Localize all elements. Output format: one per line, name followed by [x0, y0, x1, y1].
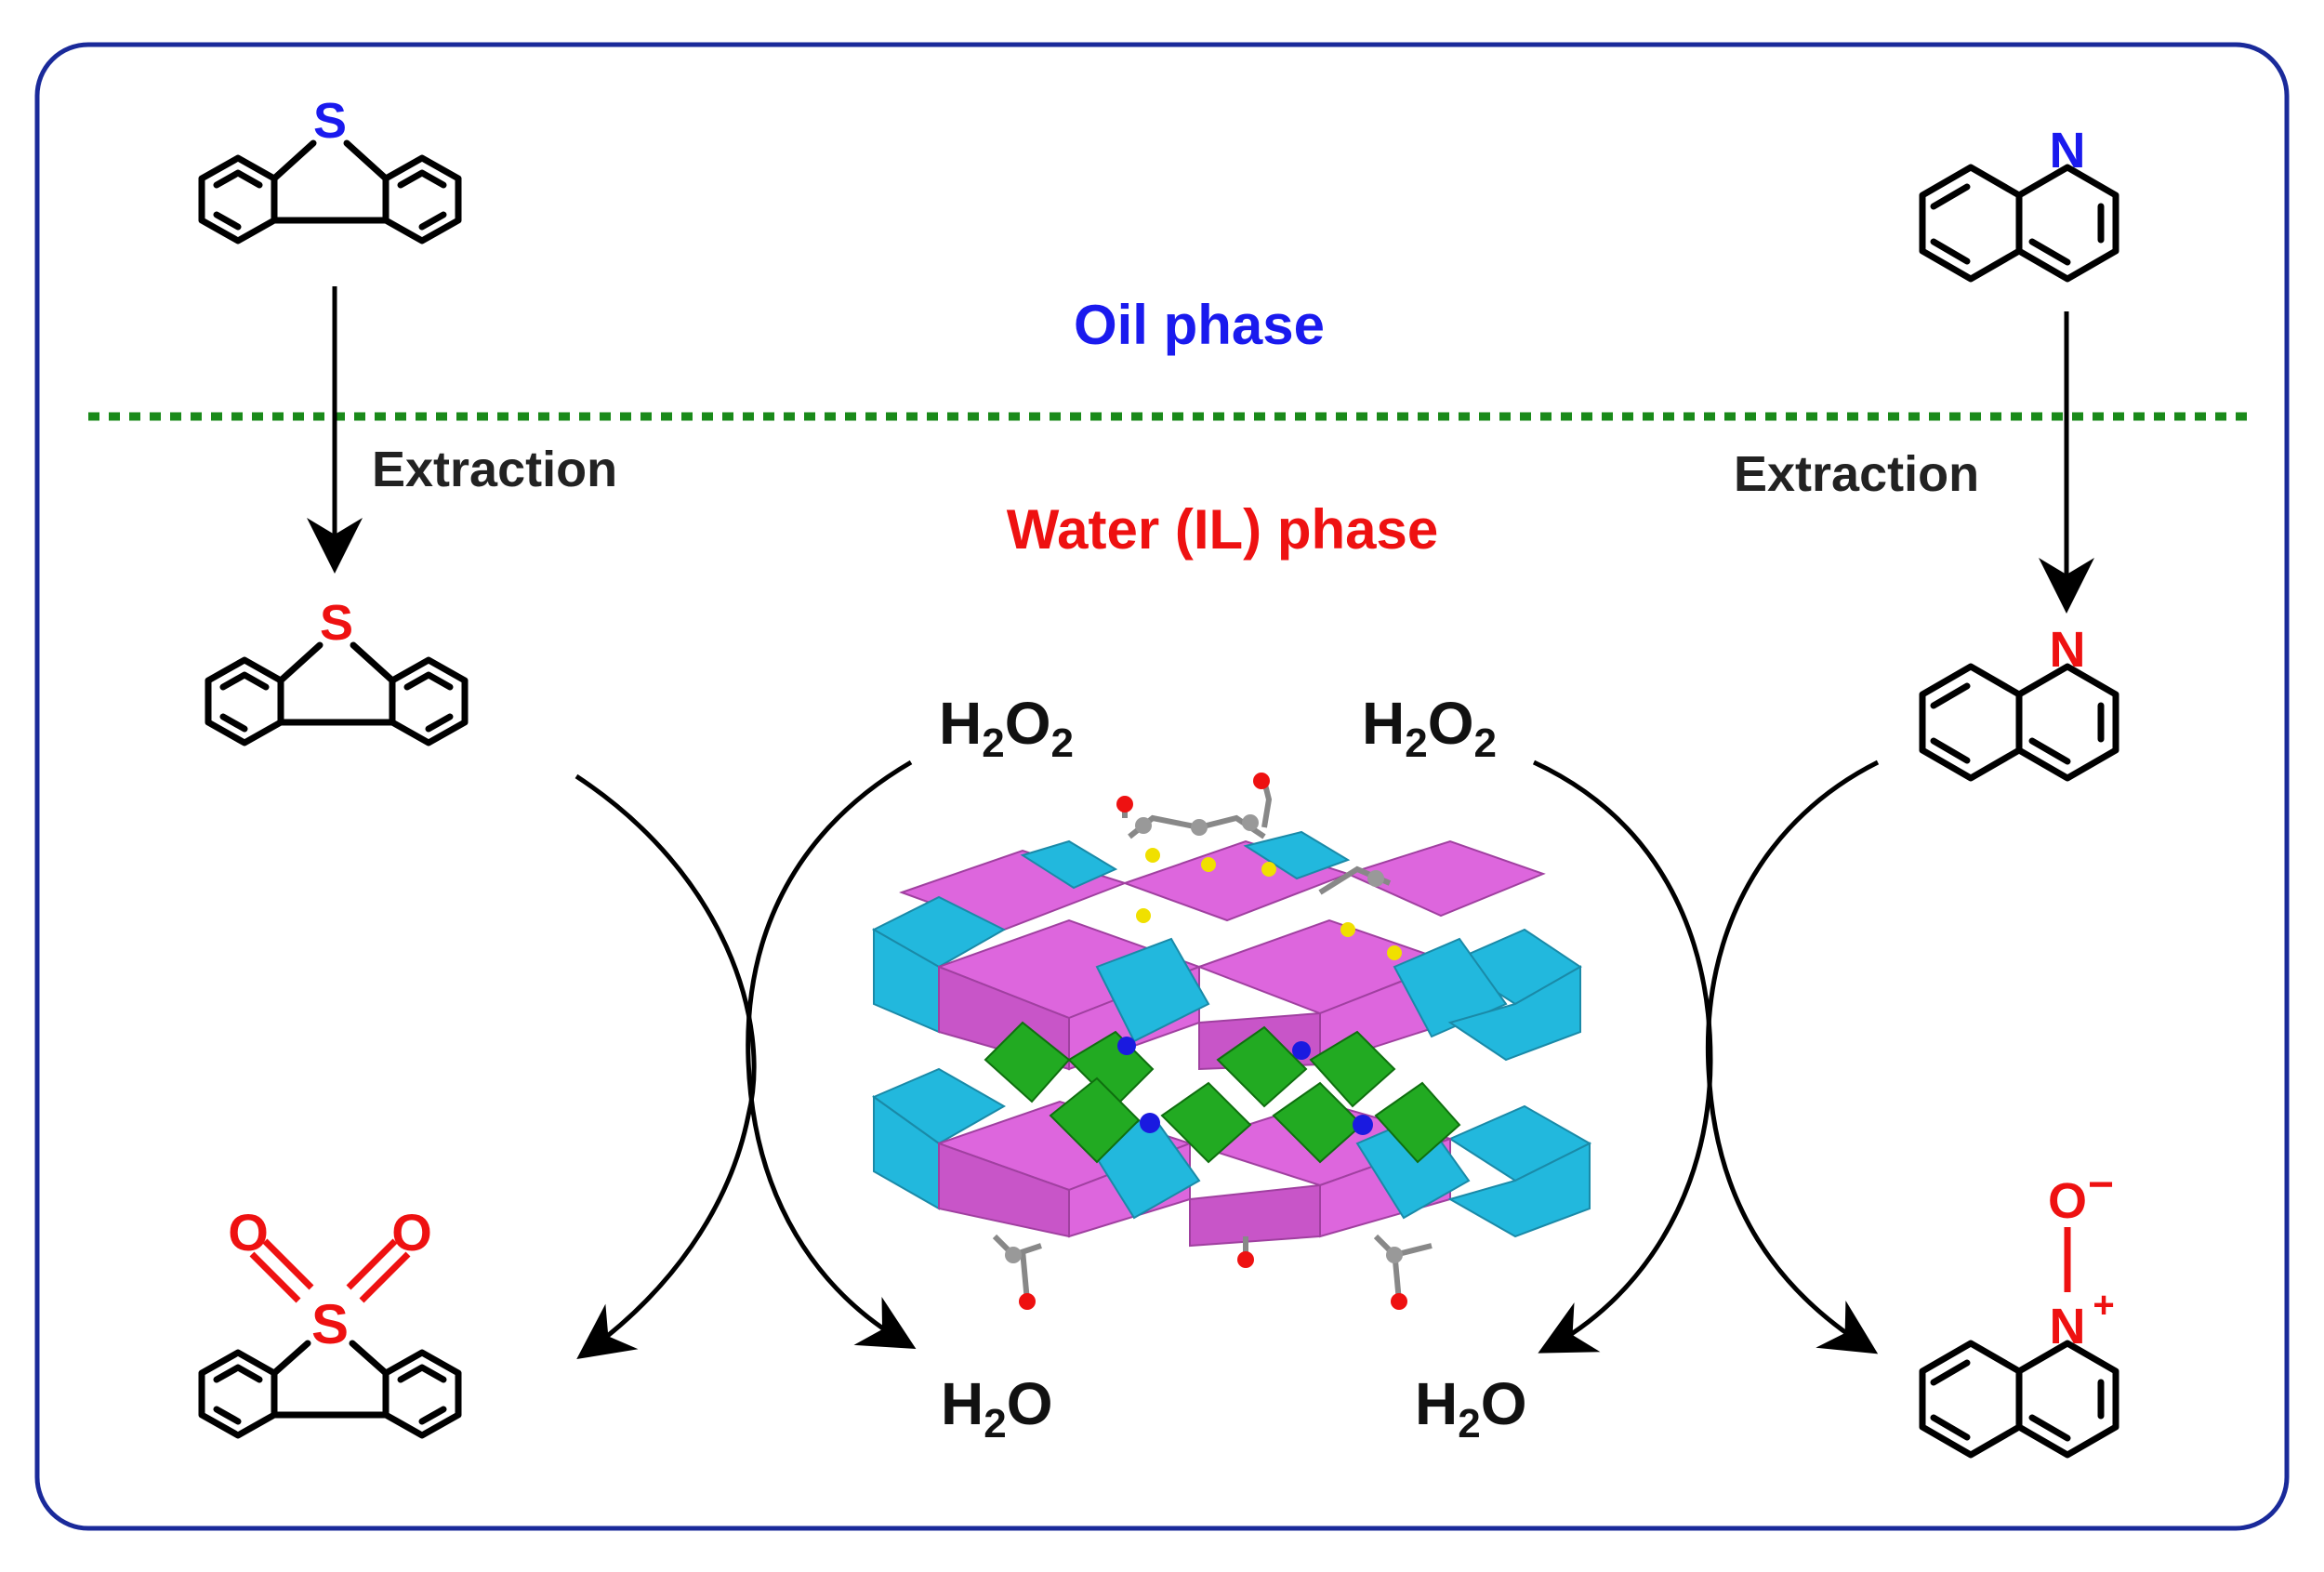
- n-oxide-plus-charge: +: [2093, 1285, 2114, 1326]
- water-phase-label: Water (IL) phase: [1007, 498, 1439, 561]
- so-bond-right-a: [346, 1238, 398, 1290]
- oxidation-arrow-dbt: [574, 773, 757, 1360]
- organic-ligand-bottom: [992, 1234, 1433, 1302]
- h2o2-label-left: H2O2: [939, 690, 1074, 766]
- n-oxide-oxygen: O: [2048, 1173, 2087, 1229]
- sulfur-ligand-atom: [1340, 922, 1355, 937]
- sulfur-atom-water: S: [320, 595, 353, 651]
- octahedron-cyan: [1020, 839, 1118, 890]
- carbon-atom: [1386, 1247, 1403, 1263]
- carbon-atom: [1135, 817, 1152, 834]
- octahedron-magenta: [1189, 1183, 1321, 1248]
- so-bond-right-b: [359, 1251, 411, 1303]
- sulfur-ligand-atom: [1136, 908, 1151, 923]
- quinoline-water: N: [1922, 622, 2116, 778]
- sulfur-ligand-atom: [1145, 848, 1160, 863]
- h2o2-consumption-arrow-left: [746, 760, 917, 1350]
- oxygen-atom: [1019, 1293, 1036, 1310]
- octahedron-cyan: [1243, 830, 1351, 880]
- dibenzothiophene-oil: S: [202, 93, 458, 241]
- oxidation-arrow-quinoline: [1705, 760, 1880, 1354]
- oxygen-atom: [1116, 796, 1133, 812]
- octahedron-cyan: [1447, 1142, 1591, 1238]
- octahedron-cyan: [1447, 965, 1581, 1062]
- quinoline-oil: N: [1922, 123, 2116, 279]
- linker-green: [1374, 1081, 1461, 1164]
- sulfone-oxygen-right: O: [391, 1203, 432, 1262]
- linker-green: [1216, 1025, 1308, 1108]
- sulfone-sulfur-atom: S: [311, 1293, 349, 1355]
- carbon-atom: [1367, 870, 1384, 887]
- oxygen-atom: [1237, 1251, 1254, 1268]
- octahedron-cyan: [1095, 937, 1210, 1043]
- h2o-label-left: H2O: [941, 1370, 1052, 1447]
- quinoline-n-oxide: N + O −: [1922, 1160, 2116, 1455]
- dibenzothiophene-sulfone: S O O: [202, 1203, 458, 1435]
- metal-center: [1117, 1037, 1136, 1055]
- n-oxide-nitrogen: N: [2050, 1299, 2086, 1354]
- oxygen-atom: [1253, 773, 1270, 789]
- nitrogen-atom-water: N: [2050, 622, 2086, 678]
- carbon-atom: [1191, 819, 1208, 836]
- linker-green: [1309, 1030, 1396, 1108]
- h2o-label-right: H2O: [1415, 1370, 1526, 1447]
- pom-catalyst-structure: [871, 773, 1592, 1310]
- sulfur-ligand-atom: [1387, 945, 1402, 960]
- octahedron-cyan: [1393, 937, 1508, 1038]
- linker-green: [1049, 1077, 1141, 1164]
- metal-center: [1353, 1115, 1373, 1135]
- linker-green: [1160, 1081, 1252, 1164]
- oil-phase-label: Oil phase: [1074, 294, 1325, 356]
- sulfur-ligand-atom: [1261, 862, 1276, 877]
- oxygen-atom: [1391, 1293, 1407, 1310]
- dibenzothiophene-water: S: [208, 595, 465, 743]
- octahedron-magenta: [1345, 839, 1546, 918]
- sulfur-ligand-atom: [1201, 857, 1216, 872]
- extraction-label-left: Extraction: [372, 442, 617, 497]
- sulfur-atom-oil: S: [313, 93, 347, 149]
- n-oxide-minus-charge: −: [2088, 1160, 2114, 1209]
- extraction-label-right: Extraction: [1734, 446, 1979, 502]
- so-bond-left-b: [249, 1251, 301, 1303]
- sulfone-oxygen-left: O: [228, 1203, 269, 1262]
- nitrogen-atom-oil: N: [2050, 123, 2086, 178]
- metal-center: [1292, 1041, 1311, 1060]
- so-bond-left-a: [262, 1238, 314, 1290]
- carbon-atom: [1242, 814, 1259, 831]
- carbon-atom: [1005, 1247, 1022, 1263]
- h2o2-label-right: H2O2: [1362, 690, 1497, 766]
- scheme-frame: [34, 42, 2290, 1531]
- h2o2-consumption-arrow-right: [1532, 760, 1713, 1354]
- metal-center: [1140, 1113, 1160, 1133]
